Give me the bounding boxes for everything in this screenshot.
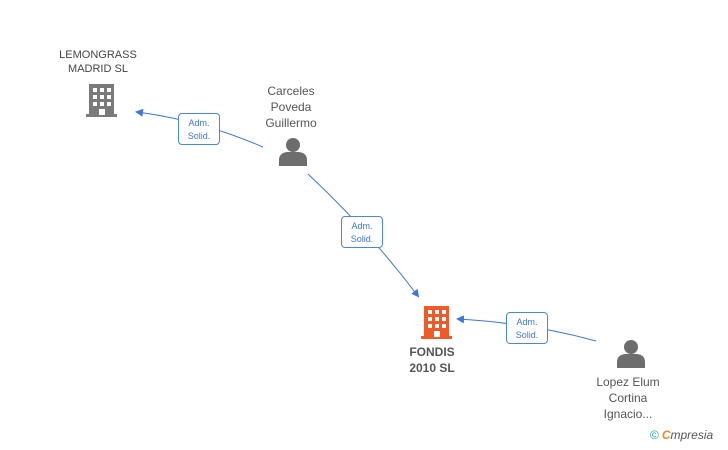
person-name-carceles[interactable]: Carceles Poveda Guillermo <box>245 83 337 131</box>
edge-label-badge[interactable]: Adm. Solid. <box>341 216 383 248</box>
person-icon[interactable] <box>617 340 645 368</box>
edge-label-line: Solid. <box>515 330 539 340</box>
edge-label-line: Solid. <box>350 234 374 244</box>
company-name-line: LEMONGRASS <box>59 49 137 61</box>
person-name-line: Poveda <box>270 100 312 114</box>
edge-label-line: Adm. <box>351 221 373 231</box>
copyright-symbol: © <box>650 428 659 442</box>
person-name-line: Guillermo <box>265 116 317 130</box>
brand-logo-text: mpresia <box>670 428 714 442</box>
edge-label-line: Adm. <box>188 118 210 128</box>
company-name-fondis[interactable]: FONDIS 2010 SL <box>392 344 472 376</box>
person-icon[interactable] <box>279 138 307 166</box>
edge-label-badge[interactable]: Adm. Solid. <box>506 312 548 344</box>
edge-label-badge[interactable]: Adm. Solid. <box>178 113 220 145</box>
person-name-line: Cortina <box>608 391 648 405</box>
edge-label-line: Solid. <box>187 131 211 141</box>
empresia-watermark: ©Cmpresia <box>650 428 713 442</box>
person-name-lopez[interactable]: Lopez Elum Cortina Ignacio... <box>580 374 676 422</box>
brand-logo-letter: C <box>661 428 671 442</box>
edge-label-line: Adm. <box>516 317 538 327</box>
person-name-line: Carceles <box>267 84 315 98</box>
company-name-line: MADRID SL <box>68 63 128 75</box>
company-name-lemongrass[interactable]: LEMONGRASS MADRID SL <box>48 48 148 76</box>
focus-building-icon[interactable] <box>421 306 452 339</box>
company-name-line: FONDIS <box>409 345 455 359</box>
person-name-line: Ignacio... <box>603 407 653 421</box>
person-name-line: Lopez Elum <box>596 375 660 389</box>
company-name-line: 2010 SL <box>409 361 455 375</box>
building-icon[interactable] <box>86 84 117 117</box>
